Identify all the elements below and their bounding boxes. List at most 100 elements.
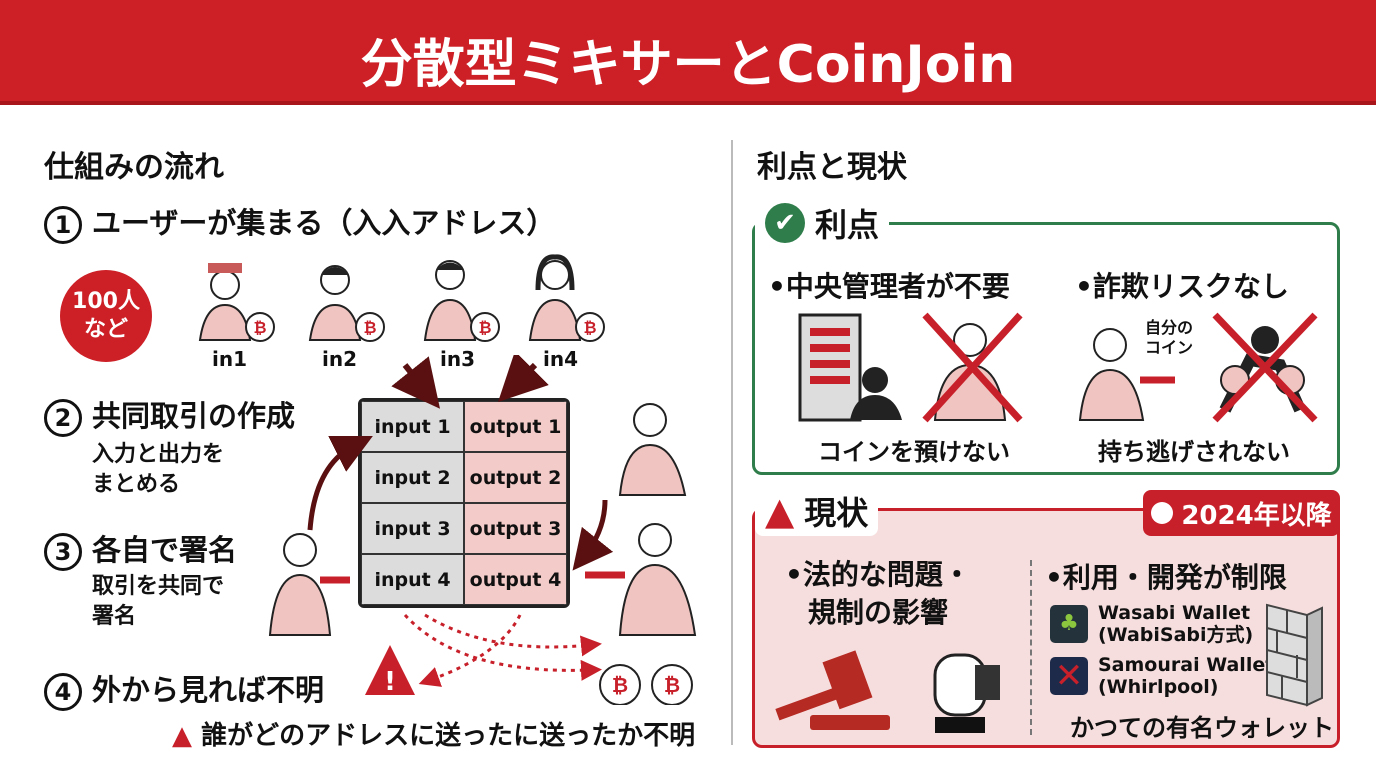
user-label: in1: [212, 347, 248, 371]
step-2-description: 入力と出力をまとめる: [92, 440, 224, 500]
status-item-legal: •法的な問題・規制の影響: [785, 556, 971, 632]
arrow: [391, 356, 440, 409]
wallets-caption: かつての有名ウォレット: [1070, 714, 1334, 742]
person-icon: [1078, 328, 1175, 421]
brick-wall-icon: [1266, 603, 1323, 707]
output-piece: output 3: [464, 503, 567, 554]
dotted-arrow: [424, 613, 602, 657]
user-icon: ₿: [198, 263, 275, 342]
cross-icon: [1212, 312, 1318, 423]
status-box: [752, 508, 1340, 748]
arrow: [572, 499, 614, 571]
benefits-box: [752, 222, 1340, 475]
person-icon: [618, 403, 687, 496]
user-icon: ₿: [423, 260, 500, 342]
date-badge: 2024年以降: [1143, 490, 1340, 536]
no-central-admin-illustration: [798, 312, 1023, 423]
warning-icon: ▲: [765, 489, 795, 533]
label-line: コイン: [1145, 338, 1194, 357]
step-title: 各自で署名: [92, 533, 238, 567]
svg-text:₿: ₿: [363, 318, 376, 337]
step-2: 2 共同取引の作成: [44, 393, 295, 437]
arrow: [498, 355, 549, 402]
output-piece: output 4: [464, 554, 567, 605]
chip-label: 利点: [815, 206, 880, 244]
desc-line: 入力と出力を: [92, 442, 225, 467]
users-illustration: ₿ ₿ ₿ ₿: [198, 254, 605, 342]
admin-icon: [850, 367, 902, 420]
desc-line: 署名: [92, 604, 137, 629]
header-banner: [0, 0, 1376, 105]
item-line: 規制の影響: [807, 596, 948, 629]
step-title: ユーザーが集まる（入入アドレス）: [92, 206, 556, 240]
check-icon: ✔: [765, 203, 805, 243]
step-number: 2: [44, 399, 82, 437]
benefit-item: •詐欺リスクなし: [1075, 270, 1289, 303]
step-1: 1 ユーザーが集まる（入入アドレス）: [44, 200, 555, 244]
dotted-arrow: [403, 613, 602, 681]
server-icon: [798, 313, 862, 422]
warning-icon: !: [365, 645, 415, 697]
step-number: 1: [44, 206, 82, 244]
person-icon: [585, 523, 697, 636]
benefit-caption: コインを預けない: [818, 438, 1010, 466]
svg-text:₿: ₿: [478, 318, 491, 337]
step-title: 共同取引の作成: [92, 399, 296, 433]
desc-line: 取引を共同で: [92, 574, 225, 599]
arrow: [307, 436, 373, 531]
output-piece: output 2: [464, 452, 567, 503]
wallet-detail: (WabiSabi方式): [1098, 624, 1254, 646]
step-3-description: 取引を共同で署名: [92, 572, 224, 632]
user-label: in2: [322, 347, 358, 371]
badge-line: など: [83, 317, 128, 342]
divider: [731, 140, 733, 745]
svg-text:₿: ₿: [664, 673, 680, 697]
user-icon: ₿: [528, 254, 605, 342]
no-exit-scam-illustration: [1078, 312, 1318, 423]
gavel-icon: [775, 650, 890, 730]
coin-bag-icon: ₿₿: [599, 664, 693, 705]
svg-text:₿: ₿: [612, 673, 628, 697]
svg-text:₿: ₿: [583, 318, 596, 337]
cross-icon: [922, 312, 1023, 423]
user-count-badge: 100人など: [60, 270, 152, 362]
warning-icon: ▲: [172, 721, 192, 751]
wallet-entry: Wasabi Wallet(WabiSabi方式): [1098, 602, 1253, 646]
input-piece: input 3: [361, 503, 464, 554]
person-icon: [268, 533, 350, 636]
note-text: 誰がどのアドレスに送ったに送ったか不明: [201, 721, 696, 751]
gavel-hand-illustration: [775, 650, 1000, 733]
own-coin-label: 自分のコイン: [1145, 318, 1193, 358]
svg-text:!: !: [384, 667, 396, 697]
desc-line: まとめる: [92, 472, 181, 497]
wallet-entry: Samourai Wallet(Whirlpool): [1098, 654, 1274, 698]
dotted-arrow: [418, 614, 522, 687]
section-heading-benefits-status: 利点と現状: [757, 150, 907, 185]
status-item-restriction: •利用・開発が制限: [1045, 561, 1287, 594]
dot-icon: [1151, 502, 1174, 524]
flow-arrows-and-people: ₿₿ !: [268, 355, 697, 705]
dashed-divider: [1030, 560, 1032, 735]
wallet-detail: (Whirlpool): [1098, 676, 1219, 698]
wallet-name: Wasabi Wallet: [1098, 602, 1251, 624]
stop-hand-icon: [933, 653, 1000, 733]
anonymity-note: ▲ 誰がどのアドレスに送ったに送ったか不明: [172, 715, 695, 752]
badge-line: 100人: [72, 289, 140, 314]
samourai-wallet-icon-crossed: ✕: [1050, 657, 1088, 695]
step-number: 3: [44, 533, 82, 571]
input-piece: input 4: [361, 554, 464, 605]
wallet-name: Samourai Wallet: [1098, 654, 1275, 676]
status-title: ▲現状: [755, 486, 879, 536]
badge-label: 2024年以降: [1181, 500, 1332, 531]
page-title: 分散型ミキサーとCoinJoin: [360, 35, 1016, 95]
section-heading-flow: 仕組みの流れ: [44, 150, 224, 185]
benefit-caption: 持ち逃げされない: [1098, 438, 1290, 466]
benefit-item: •中央管理者が不要: [768, 270, 1010, 303]
wasabi-wallet-icon: ♣: [1050, 605, 1088, 643]
step-number: 4: [44, 673, 82, 711]
benefits-title: ✔ 利点: [755, 200, 890, 246]
output-piece: output 1: [464, 401, 567, 452]
input-piece: input 2: [361, 452, 464, 503]
label-line: 自分の: [1145, 318, 1194, 337]
